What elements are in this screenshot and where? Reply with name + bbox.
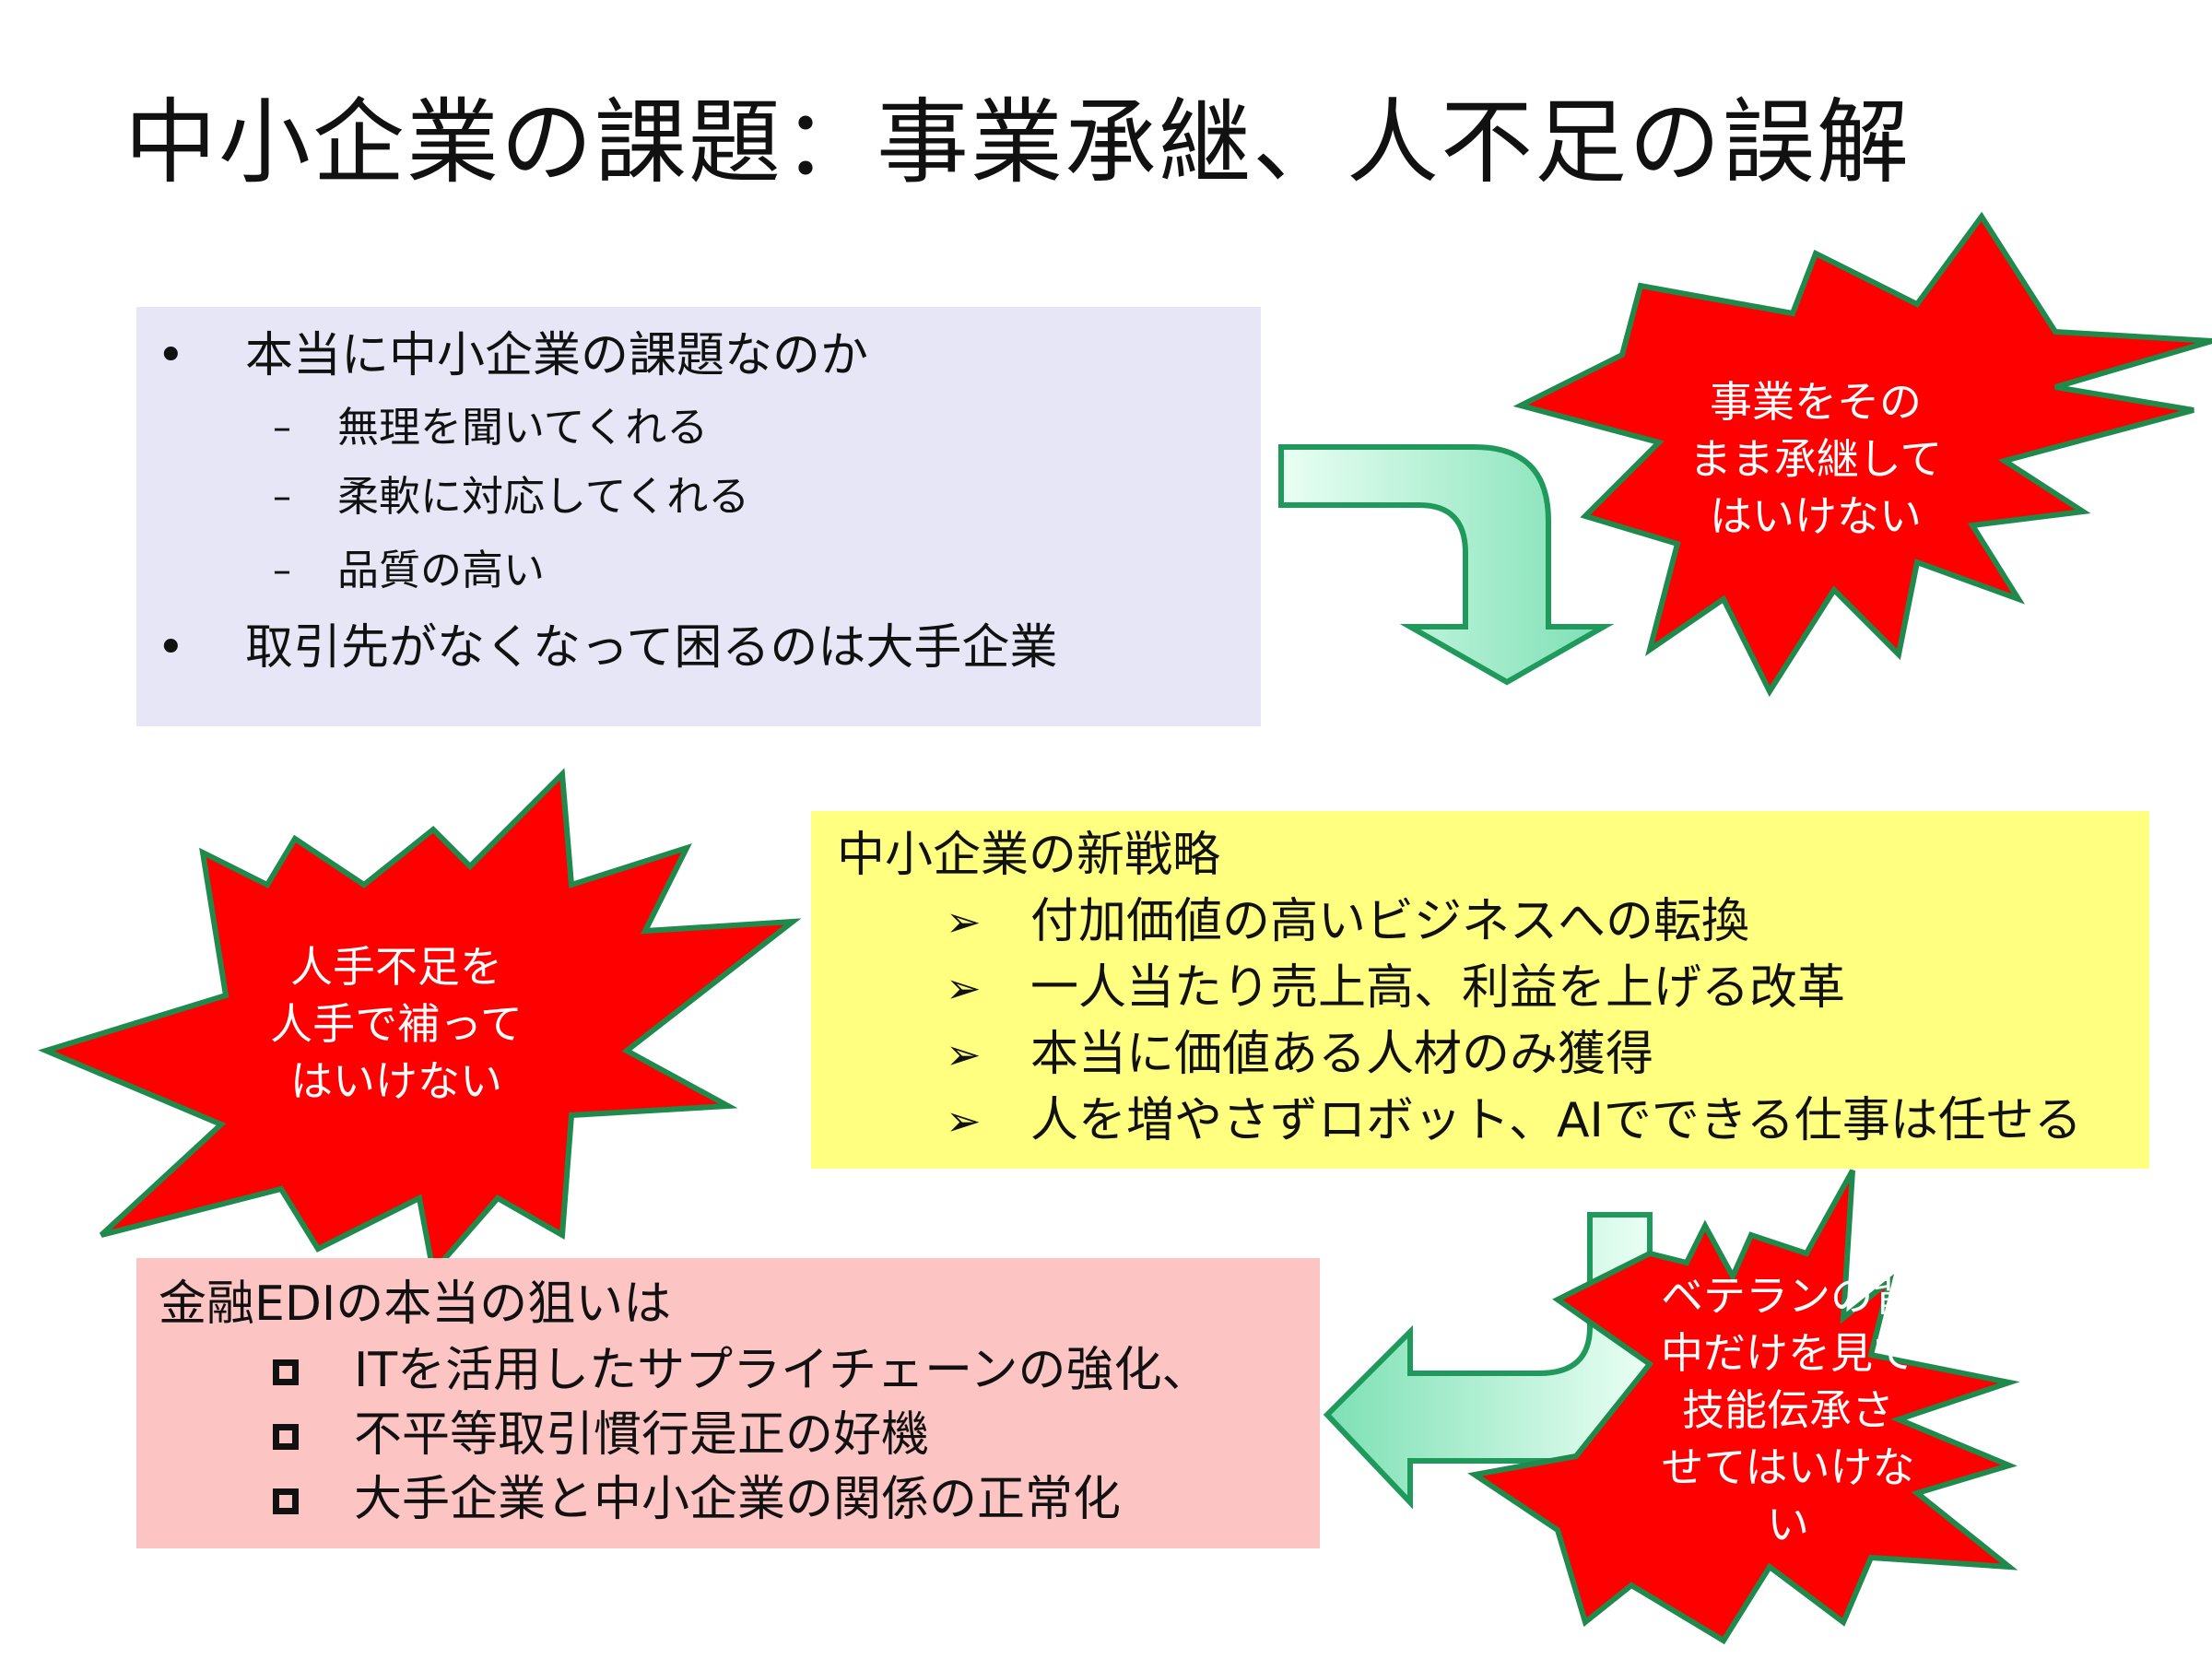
edi-item: 大手企業と中小企業の関係の正常化: [354, 1472, 1122, 1527]
burst-line: 事業をその: [1710, 377, 1922, 427]
checkbox-square-icon: [273, 1359, 299, 1385]
burst-line: せてはいけな: [1661, 1442, 1915, 1492]
strategy-box: 中小企業の新戦略 ➢ 付加価値の高いビジネスへの転換 ➢ 一人当たり売上高、利益…: [811, 811, 2149, 1169]
burst-line: はいけない: [290, 1056, 502, 1106]
edi-item: 不平等取引慣行是正の好機: [354, 1407, 930, 1463]
dash-mark: –: [273, 476, 291, 518]
burst-line: い: [1767, 1500, 1809, 1549]
question-item: 取引先がなくなって困るのは大手企業: [245, 620, 1058, 676]
burst-line: 人手不足を: [290, 942, 502, 992]
burst-bottom-right: [1467, 1169, 2020, 1645]
dash-mark: –: [273, 549, 291, 592]
checkbox-square-icon: [273, 1424, 299, 1450]
burst-line: まま承継して: [1688, 434, 1943, 484]
dash-mark: –: [273, 406, 291, 449]
bent-arrow-top: [1278, 444, 1615, 686]
burst-top-right: [1512, 211, 2212, 698]
question-box: • 本当に中小企業の課題なのか – 無理を聞いてくれる – 柔軟に対応してくれる…: [136, 307, 1261, 726]
arrow-bullet-icon: ➢: [946, 1096, 982, 1146]
strategy-item: 一人当たり売上高、利益を上げる改革: [1030, 960, 1846, 1016]
burst-line: 人手で補って: [270, 999, 523, 1049]
burst-line: はいけない: [1710, 491, 1922, 541]
burst-line: 中だけを見て: [1661, 1328, 1915, 1378]
burst-bottom-right-text: ベテランの背 中だけを見て 技能伝承さ せてはいけな い: [1631, 1267, 1945, 1553]
checkbox-square-icon: [273, 1488, 299, 1514]
question-subitem: 柔軟に対応してくれる: [337, 472, 750, 521]
bullet-mark: •: [157, 620, 185, 676]
burst-left: [38, 768, 802, 1278]
bullet-mark: •: [157, 328, 185, 383]
slide-title: 中小企業の課題：事業承継、人不足の誤解: [124, 88, 1911, 196]
burst-line: ベテランの背: [1661, 1271, 1915, 1321]
question-subitem: 品質の高い: [337, 546, 546, 594]
arrow-bullet-icon: ➢: [946, 963, 982, 1013]
edi-item: ITを活用したサプライチェーンの強化、: [354, 1343, 1210, 1398]
arrow-bullet-icon: ➢: [946, 897, 982, 947]
burst-line: 技能伝承さ: [1682, 1385, 1894, 1435]
burst-top-right-text: 事業をその まま承継して はいけない: [1641, 373, 1991, 545]
arrow-bullet-icon: ➢: [946, 1030, 982, 1079]
question-item: 本当に中小企業の課題なのか: [245, 328, 869, 383]
edi-heading: 金融EDIの本当の狙いは: [159, 1277, 672, 1332]
strategy-heading: 中小企業の新戦略: [837, 828, 1221, 883]
strategy-item: 人を増やさずロボット、AIでできる仕事は任せる: [1030, 1093, 2082, 1148]
edi-box: 金融EDIの本当の狙いは ITを活用したサプライチェーンの強化、 不平等取引慣行…: [136, 1258, 1320, 1548]
burst-left-text: 人手不足を 人手で補って はいけない: [230, 938, 562, 1110]
strategy-item: 付加価値の高いビジネスへの転換: [1030, 894, 1750, 949]
strategy-item: 本当に価値ある人材のみ獲得: [1030, 1027, 1654, 1082]
question-subitem: 無理を聞いてくれる: [337, 403, 709, 452]
